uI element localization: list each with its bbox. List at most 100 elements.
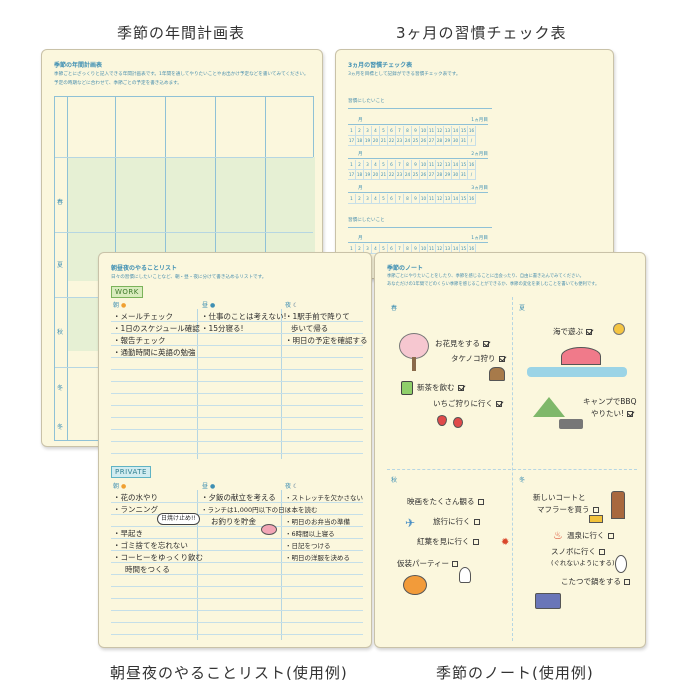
annual-plan-desc: 季節ごとにざっくりと記入できる年間計画表です。1年間を通してやりたいことやお出か… [54,72,309,86]
private-night-item-3: ・明日のお弁当の準備 [285,518,350,526]
ghost-icon [459,567,471,583]
month-row-1: 月 1ヵ月目 [348,116,488,125]
work-night-item-2: 歩いて帰る [291,324,329,333]
private-night-item-4: ・6時間以上寝る [285,530,335,538]
coat-icon [611,491,625,519]
private-night-item-1: ・ストレッチを欠かさない [285,494,363,502]
col-head-night-private: 夜 ☾ [285,483,299,490]
season-label-winter-2: 冬 [57,424,64,431]
private-morning-note: 日焼け止め!! [157,513,200,525]
tent-icon [533,397,565,417]
month-row-2: 月 2ヵ月目 [348,150,488,159]
autumn-label: 秋 [391,477,398,484]
sea-waves [527,367,627,377]
season-label-winter: 冬 [57,385,64,392]
month-row-3: 月 3ヵ月目 [348,184,488,193]
beach-umbrella-icon [561,347,601,365]
summer-label: 夏 [519,305,526,312]
col-head-noon-private: 昼 ● [202,483,216,490]
work-badge: WORK [111,286,143,298]
habit-title: 3ヵ月の習慣チェック表 [348,62,413,69]
private-night-item-6: ・明日の洋服を決める [285,554,350,562]
col-head-morning-private: 朝 ● [113,483,127,490]
spring-item-3: 新茶を飲む [417,383,464,393]
winter-item-5: (ぐれないようにする) [551,559,615,567]
piggy-bank-icon [261,524,277,535]
annual-plan-title: 季節の年間計画表 [54,62,103,69]
season-label-summer: 夏 [57,262,64,269]
summer-item-2: キャンプでBBQ [583,397,637,406]
private-noon-item-2: ・ランチは1,000円以下の日は [201,506,292,514]
private-badge: PRIVATE [111,466,151,478]
work-night-item-1: ・1駅手前で降りて [285,312,350,321]
private-morning-item-3: ・早起き [113,529,143,538]
pumpkin-icon [403,575,427,595]
private-night-item-2: ・本を読む [285,506,318,514]
todo-desc: 日々の習慣にしたいことなど、朝・昼・夜に分けて書き込めるリストです。 [111,275,267,280]
work-morning-item-4: ・通勤時間に英語の勉強 [113,348,196,357]
month-row-4: 月 1ヵ月目 [348,234,488,243]
season-note-page: 季節のノート 季節ごとにやりたいことをしたり、季節を感じることに出会ったり、自由… [374,252,646,648]
strawberry-icon-2 [453,417,463,428]
season-label-autumn: 秋 [57,329,64,336]
spring-item-2: タケノコ狩り [451,354,505,364]
col-head-noon-work: 昼 ● [202,302,216,309]
autumn-item-3: 紅葉を見に行く [417,537,479,547]
sun-icon [613,323,625,335]
todo-list-page: 朝昼夜のやることリスト 日々の習慣にしたいことなど、朝・昼・夜に分けて書き込める… [98,252,372,648]
work-morning-item-1: ・メールチェック [113,312,173,321]
private-morning-item-2: ・ランニング [113,505,158,514]
autumn-item-2: 旅行に行く [433,517,480,527]
private-night-item-5: ・日記をつける [285,542,331,550]
work-noon-item-2: ・15分寝る! [201,324,244,333]
private-morning-item-4: ・ゴミ捨てを忘れない [113,541,188,550]
season-grid: 春 夏 秋 冬 お花見をする タケノコ狩り 新茶を飲む いちご狩りに行く 海で遊… [387,297,637,641]
winter-item-6: こたつで鍋をする [561,577,630,587]
private-morning-item-1: ・花の水やり [113,493,158,502]
work-morning-item-2: ・1日のスケジュール確認 [113,324,200,333]
private-noon-item-3: お釣りを貯金 [211,517,256,526]
winter-item-2: マフラーを買う [537,505,599,515]
winter-item-3: 温泉に行く [567,531,614,541]
autumn-item-1: 映画をたくさん観る [407,497,484,507]
work-morning-item-3: ・報告チェック [113,336,166,345]
private-list-area: ・花の水やり ・ランニング 日焼け止め!! ・早起き ・ゴミ捨てを忘れない ・コ… [111,490,363,640]
col-head-night-work: 夜 ☾ [285,302,299,309]
scarf-icon [589,515,603,523]
spring-item-4: いちご狩りに行く [433,399,502,409]
habit-desc: 3ヵ月を目標として記録ができる習慣チェック表です。 [348,72,461,77]
caption-season-note: 季節のノート(使用例) [436,664,594,682]
habit-check-page: 3ヵ月の習慣チェック表 3ヵ月を目標として記録ができる習慣チェック表です。 習慣… [335,49,614,279]
habit-label-2: 習慣にしたいこと [348,218,385,223]
habit-label-1: 習慣にしたいこと [348,99,385,104]
col-head-morning-work: 朝 ● [113,302,127,309]
cherry-tree-icon [399,333,429,359]
hot-spring-icon: ♨ [553,529,563,542]
winter-item-1: 新しいコートと [533,493,586,502]
caption-annual-plan: 季節の年間計画表 [117,24,246,42]
private-morning-item-6: 時間をつくる [125,565,170,574]
work-list-area: ・メールチェック ・1日のスケジュール確認 ・報告チェック ・通勤時間に英語の勉… [111,309,368,459]
summer-item-1: 海で遊ぶ [553,327,592,337]
summer-item-3: やりたい! [591,409,634,419]
airplane-icon: ✈ [405,516,416,530]
caption-habit-check: 3ヶ月の習慣チェック表 [396,24,567,42]
bamboo-shoot-icon [489,367,505,381]
winter-label: 冬 [519,477,526,484]
tea-cup-icon [401,381,413,395]
strawberry-icon [437,415,447,426]
spring-label: 春 [391,305,398,312]
spring-item-1: お花見をする [435,339,489,349]
bbq-grill-icon [559,419,583,429]
kotatsu-icon [535,593,561,609]
work-noon-item-1: ・仕事のことは考えない! [201,312,287,321]
season-note-desc: 季節ごとにやりたいことをしたり、季節を感じることに出会ったり、自由に書き込んでみ… [387,274,600,287]
season-label-spring: 春 [57,199,64,206]
autumn-item-4: 仮装パーティー [397,559,459,569]
